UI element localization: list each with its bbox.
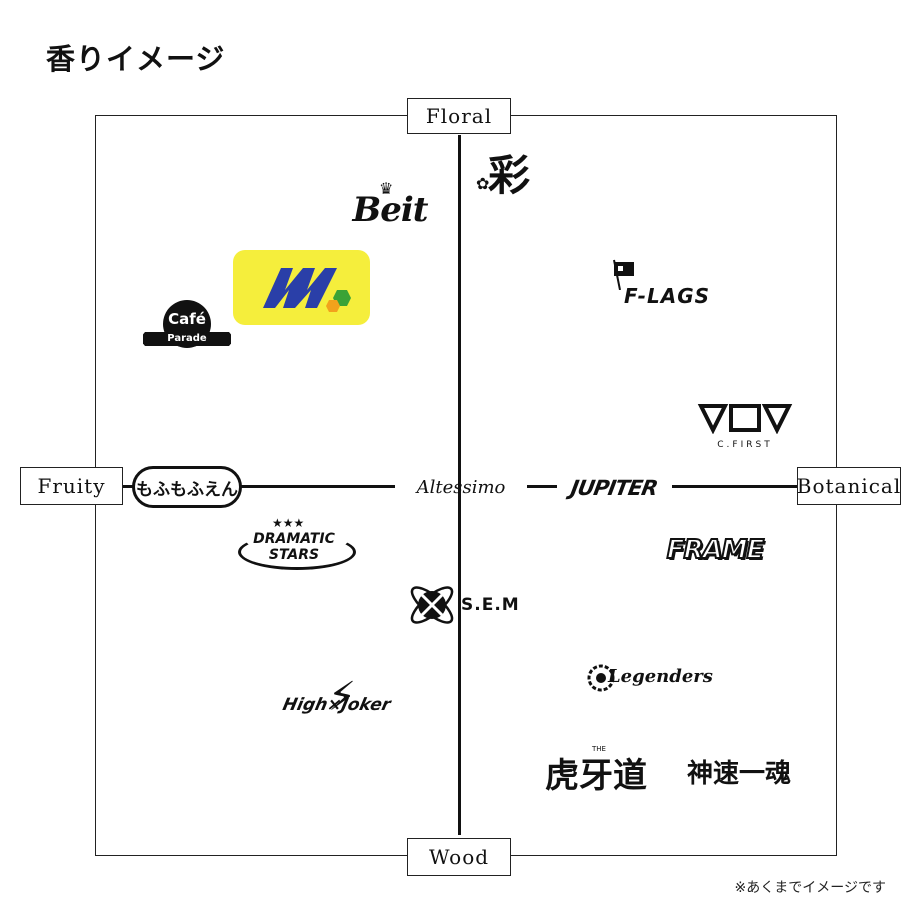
cloud-shape (132, 466, 242, 508)
flower-icon: ✿ (476, 174, 490, 193)
logo-highjoker-text: High×Joker (281, 695, 393, 715)
axis-label-wood: Wood (407, 838, 511, 876)
cfirst-mark-icon (697, 404, 793, 434)
logo-mofumofuen: もふもふえん (128, 462, 246, 512)
logo-frame: FRAME (655, 530, 775, 570)
lightning-icon: ⚡ (328, 674, 357, 720)
stars-icon: ★★★ (272, 516, 305, 530)
horizontal-axis-line-left (123, 485, 395, 488)
logo-aya-text: 彩 (487, 150, 530, 200)
logo-flags-text: F-LAGS (624, 284, 711, 308)
logo-frame-text: FRAME (666, 534, 766, 566)
horizontal-axis-line-right (672, 485, 798, 488)
logo-altessimo: Altessimo (396, 470, 526, 504)
logo-cafe-parade: Café Parade (143, 296, 231, 358)
logo-cafe-text: Café (168, 310, 206, 328)
swoosh-shape (238, 534, 356, 570)
logo-toragadou-the-text: THE (592, 745, 606, 753)
disclaimer-note: ※あくまでイメージです (734, 880, 886, 896)
horizontal-axis-line-mid (527, 485, 557, 488)
page-title: 香りイメージ (46, 42, 226, 76)
logo-sem-text: S.E.M (461, 595, 520, 615)
logo-beit-text: Beit (352, 190, 429, 230)
axis-label-botanical: Botanical (797, 467, 901, 505)
logo-cfirst: C.FIRST (695, 402, 795, 452)
logo-mofumofuen-text: もふもふえん (136, 479, 238, 500)
logo-cfirst-text: C.FIRST (717, 440, 773, 450)
logo-shinsoku-text: 神速一魂 (686, 758, 791, 789)
logo-flags: F-LAGS (610, 258, 715, 318)
flag-icon (613, 259, 634, 290)
logo-jupiter: JUPITER (556, 466, 672, 510)
logo-cafe-sub-text: Parade (167, 333, 207, 344)
vertical-axis-line (458, 135, 461, 835)
logo-jupiter-text: JUPITER (568, 476, 660, 500)
logo-dramatic-stars: ★★★ DRAMATIC STARS (234, 516, 356, 570)
logo-beit: ♛ Beit (345, 179, 435, 235)
logo-w (233, 250, 370, 325)
gear-icon (587, 664, 615, 692)
logo-stars-text: STARS (268, 547, 320, 563)
cafe-badge-icon (143, 300, 231, 348)
logo-toragadou: THE 虎牙道 (540, 745, 652, 799)
logo-sem: S.E.M (405, 578, 519, 634)
axis-label-floral: Floral (407, 98, 511, 134)
logo-highjoker: ⚡ High×Joker (281, 674, 393, 734)
axis-label-fruity: Fruity (20, 467, 123, 505)
crown-icon: ♛ (379, 179, 394, 198)
logo-legenders-text: Legenders (608, 666, 713, 687)
logo-altessimo-text: Altessimo (416, 476, 506, 498)
w-mark-icon (263, 268, 351, 312)
atom-icon (410, 586, 454, 624)
logo-shinsoku-ikkon: 神速一魂 (680, 748, 798, 794)
logo-aya: 彩 ✿ (476, 142, 540, 202)
logo-dramatic-text: DRAMATIC (253, 531, 335, 547)
logo-toragadou-text: 虎牙道 (545, 755, 647, 796)
logo-legenders: Legenders (586, 658, 713, 698)
